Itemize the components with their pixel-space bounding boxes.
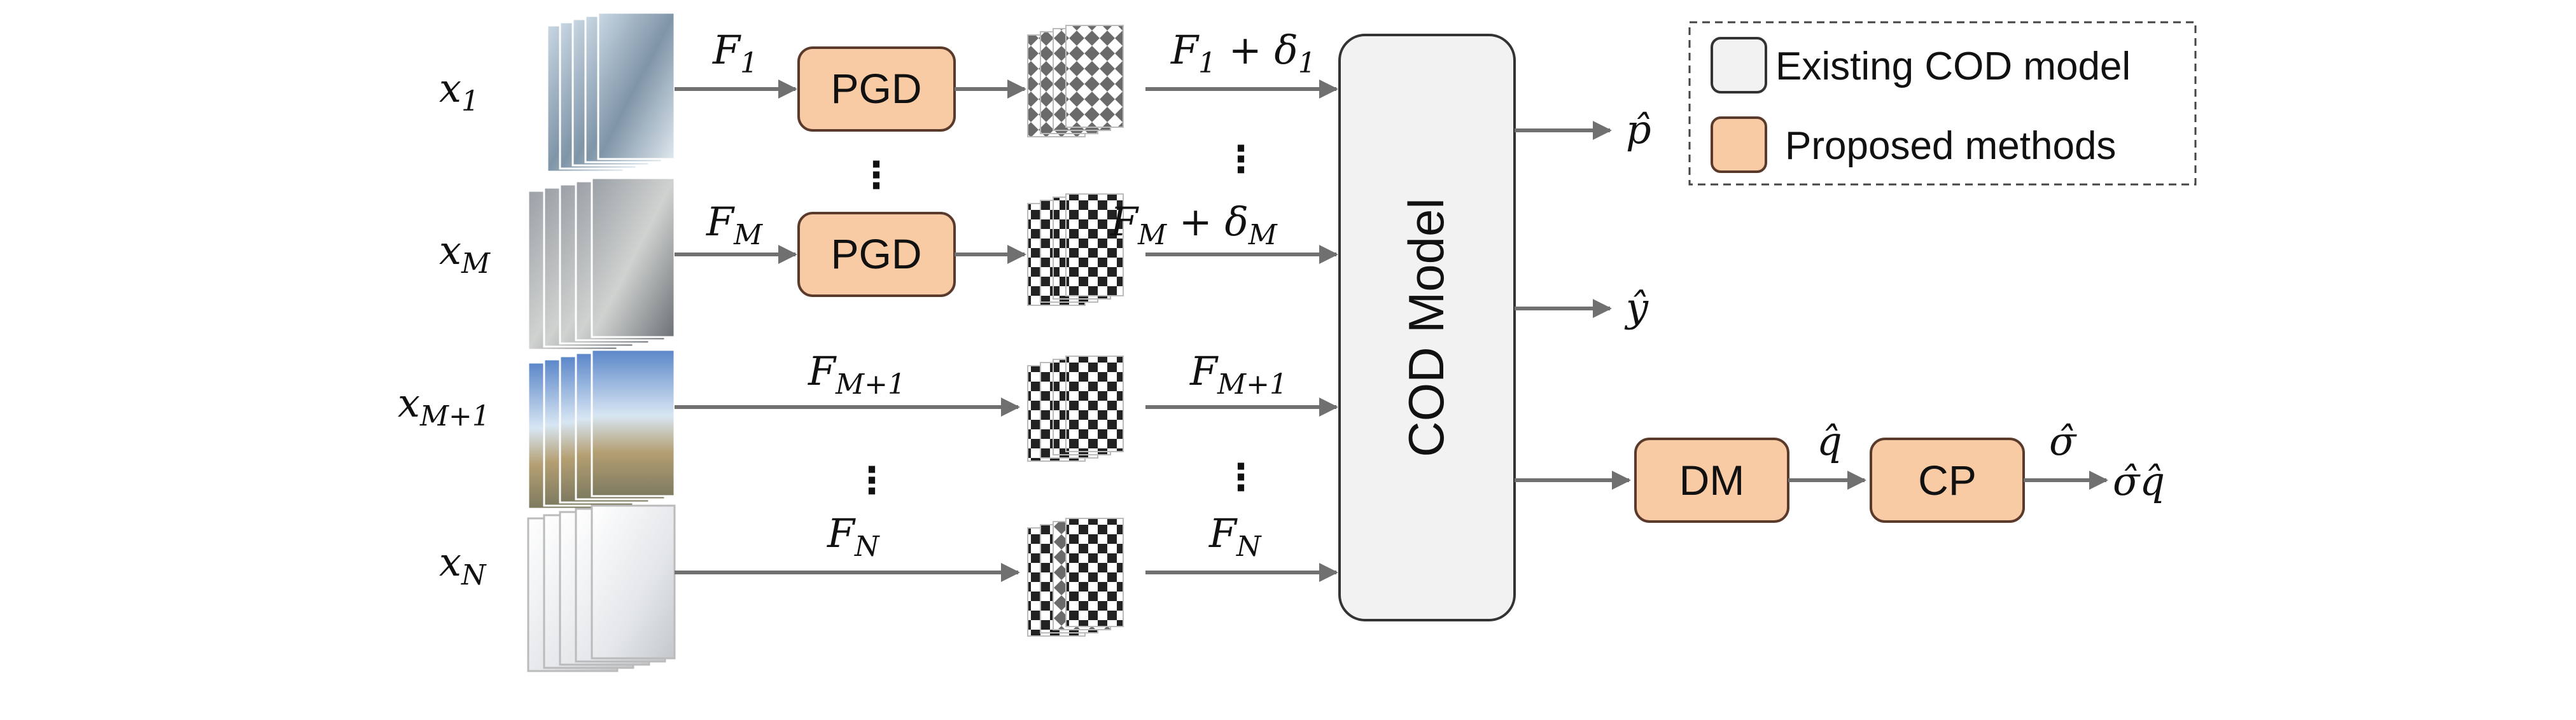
legend-swatch-existing [1711,37,1767,93]
pgd-block-m: PGD [797,212,956,297]
cod-model-label: COD Model [1398,198,1454,457]
legend-label-proposed: Proposed methods [1785,124,2116,168]
feature-label-fm1: FM+1 [808,348,906,401]
ellipsis-pgd: ⋮ [858,153,895,197]
feature-stack-m [1027,193,1124,306]
input-image-stack-n [527,504,676,672]
feature-stack-m1 [1027,356,1124,462]
output-sigma-q-hat: σ̂q̂ [2113,458,2165,504]
cp-block: CP [1870,438,2025,523]
feature-label-f1: F1 [712,27,758,80]
cp-block-label: CP [1918,457,1977,504]
ellipsis-right-lower: ⋮ [1222,455,1259,499]
legend-label-existing: Existing COD model [1775,45,2131,88]
pgd-block-label: PGD [830,230,921,277]
feature-stack-n [1027,518,1124,637]
output-y-hat: ŷ [1624,284,1649,331]
ellipsis-left-lower: ⋮ [853,459,890,502]
perturbed-label-1: F1 + δ1 [1170,27,1316,80]
cod-model-block: COD Model [1338,34,1516,621]
input-image-stack-m1 [527,349,676,510]
perturbed-label-n: FN [1208,510,1262,563]
legend: Existing COD model Proposed methods [1688,21,2197,186]
dm-block-label: DM [1679,457,1745,504]
input-label-xn: xN [439,539,487,592]
input-label-xm1: xM+1 [398,380,490,433]
feature-stack-1 [1027,25,1124,137]
output-p-hat: p̂ [1626,106,1651,153]
perturbed-label-m1: FM+1 [1189,348,1287,401]
pgd-block-label: PGD [830,65,921,112]
pgd-block-1: PGD [797,46,956,132]
dm-block: DM [1634,438,1789,523]
output-q-hat: q̂ [1817,418,1842,464]
input-label-xm: xM [439,227,491,280]
input-label-x1: x1 [439,65,479,118]
feature-label-fn: FN [827,510,880,563]
legend-swatch-proposed [1711,116,1767,173]
feature-label-fm: FM [706,198,763,251]
input-image-stack-1 [546,11,676,173]
ellipsis-right-upper: ⋮ [1222,137,1259,181]
perturbed-label-m: FM + δM [1110,198,1278,251]
input-image-stack-m [527,177,676,351]
output-sigma-hat: σ̂ [2049,418,2077,464]
